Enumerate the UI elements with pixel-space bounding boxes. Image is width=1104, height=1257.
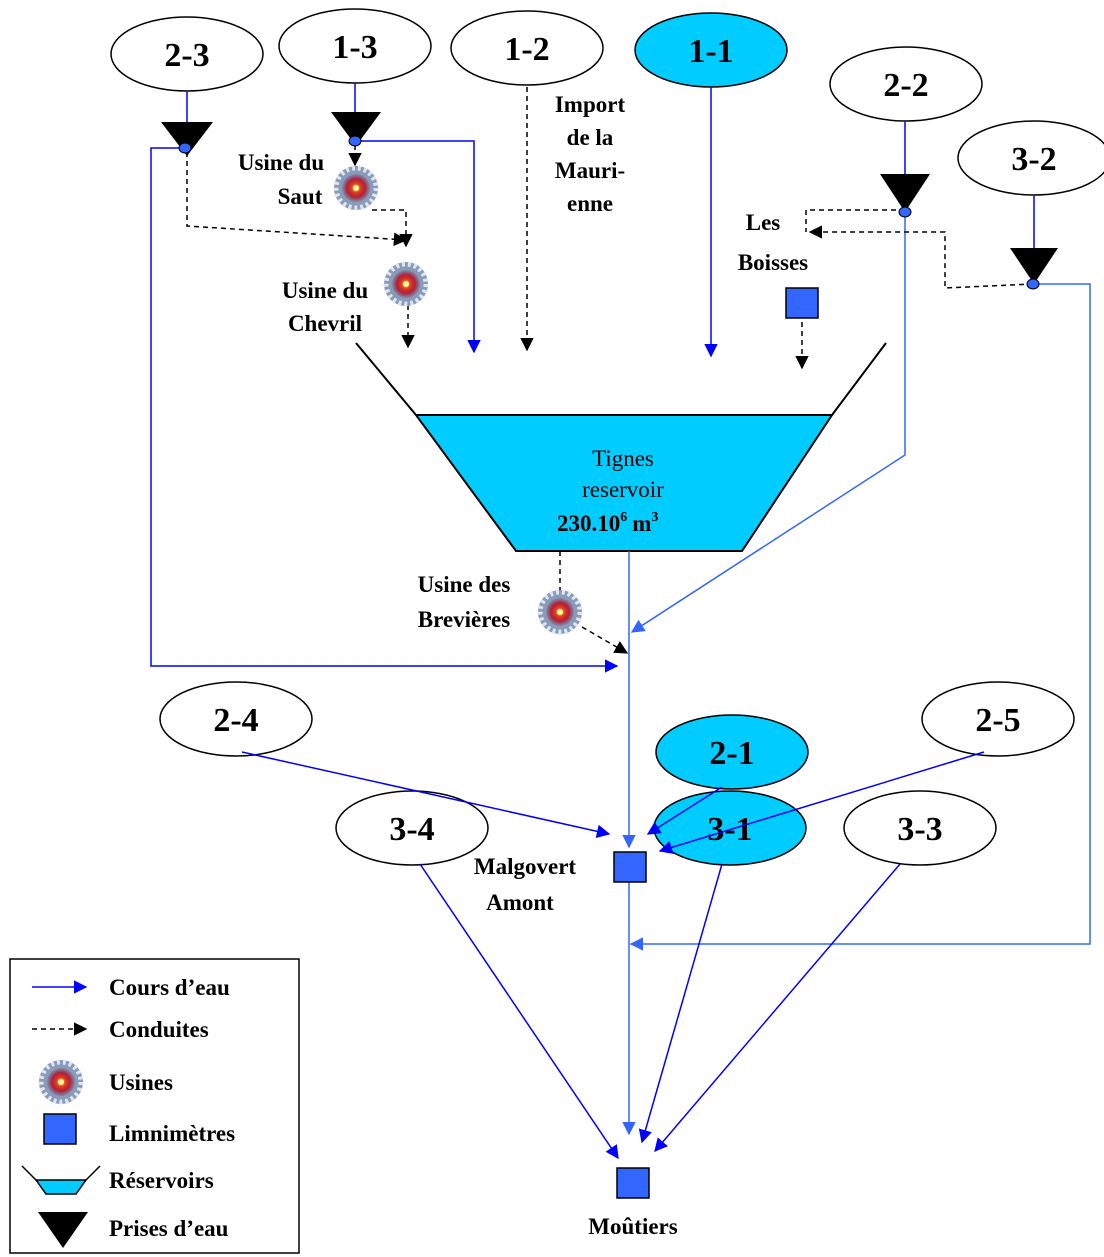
svg-text:3-2: 3-2 [1011, 141, 1056, 178]
les-boisses-gauge [785, 287, 819, 319]
intake-1-3 [331, 112, 381, 147]
malgovert-amont-gauge [613, 851, 647, 883]
reservoir-name-line2: reservoir [582, 477, 664, 502]
svg-text:Import: Import [555, 92, 626, 117]
node-1-2: 1-2 [450, 10, 604, 86]
legend-cours: Cours d’eau [109, 975, 230, 1000]
usine-des-brevieres-icon [538, 590, 582, 634]
capacity-unit-exponent: 3 [651, 510, 658, 525]
legend-limnimetres: Limnimètres [109, 1121, 235, 1146]
svg-text:enne: enne [567, 191, 613, 216]
capacity-unit: m [632, 511, 651, 536]
svg-text:Usine des: Usine des [418, 572, 511, 597]
legend-prises: Prises d’eau [109, 1216, 229, 1241]
capacity-base: 230.10 [557, 511, 620, 536]
label-usine-du-saut: Usine du Saut [238, 150, 324, 209]
node-3-2: 3-2 [957, 120, 1104, 196]
svg-text:3-4: 3-4 [389, 811, 434, 848]
legend-reservoir-icon [21, 1165, 101, 1195]
node-2-2: 2-2 [829, 46, 983, 122]
legend-conduites: Conduites [109, 1017, 209, 1042]
usine-du-saut-icon [334, 166, 378, 210]
node-3-3: 3-3 [843, 790, 997, 866]
svg-text:Usine du: Usine du [238, 150, 324, 175]
intake-3-2 [1010, 248, 1058, 290]
usine-du-chevril-icon [384, 262, 428, 306]
node-1-3: 1-3 [278, 8, 432, 84]
legend: Cours d’eau Conduites Usines Limnimètres… [9, 958, 300, 1254]
label-import-maurienne: Import de la Mauri- enne [555, 92, 626, 216]
svg-text:3-3: 3-3 [897, 811, 942, 848]
svg-text:Boisses: Boisses [738, 250, 808, 275]
legend-turbine-icon [39, 1060, 83, 1104]
svg-text:2-3: 2-3 [164, 37, 209, 74]
rivers [150, 83, 1091, 1160]
legend-usines: Usines [109, 1070, 173, 1095]
svg-text:2-2: 2-2 [883, 67, 928, 104]
legend-reservoirs: Réservoirs [109, 1168, 214, 1193]
svg-text:1-2: 1-2 [504, 31, 549, 68]
svg-text:1-1: 1-1 [688, 33, 733, 70]
svg-text:Usine du: Usine du [282, 278, 368, 303]
svg-text:1-3: 1-3 [332, 29, 377, 66]
svg-text:Mauri-: Mauri- [555, 158, 625, 183]
moutiers-gauge [616, 1167, 650, 1199]
capacity-exponent: 6 [620, 510, 627, 525]
node-2-1: 2-1 [655, 714, 809, 790]
svg-text:de la: de la [567, 125, 614, 150]
label-les-boisses: Les Boisses [738, 210, 808, 275]
legend-intake-icon [38, 1212, 88, 1248]
node-3-4: 3-4 [335, 790, 489, 866]
node-1-1: 1-1 [634, 12, 788, 88]
label-malgovert-amont: Malgovert Amont [474, 854, 577, 915]
svg-text:2-1: 2-1 [709, 735, 754, 772]
intake-2-3 [161, 122, 213, 156]
label-moutiers: Moûtiers [588, 1214, 677, 1239]
svg-text:2-4: 2-4 [213, 702, 258, 739]
svg-text:Les: Les [746, 210, 781, 235]
node-3-1: 3-1 [653, 790, 807, 866]
svg-text:Malgovert: Malgovert [474, 854, 577, 879]
node-2-4: 2-4 [159, 681, 313, 757]
node-2-5: 2-5 [921, 681, 1075, 757]
label-usine-du-chevril: Usine du Chevril [282, 278, 368, 336]
legend-box [9, 958, 300, 1254]
intake-2-2 [880, 174, 930, 218]
svg-text:Chevril: Chevril [288, 311, 362, 336]
svg-text:Brevières: Brevières [418, 607, 510, 632]
conduits [186, 87, 1034, 654]
legend-gauge-icon [43, 1113, 77, 1145]
node-2-3: 2-3 [110, 16, 264, 92]
svg-text:Amont: Amont [486, 890, 554, 915]
svg-text:2-5: 2-5 [975, 702, 1020, 739]
reservoir-name-line1: Tignes [592, 446, 654, 471]
label-usine-des-brevieres: Usine des Brevières [418, 572, 511, 632]
svg-text:Saut: Saut [278, 184, 323, 209]
